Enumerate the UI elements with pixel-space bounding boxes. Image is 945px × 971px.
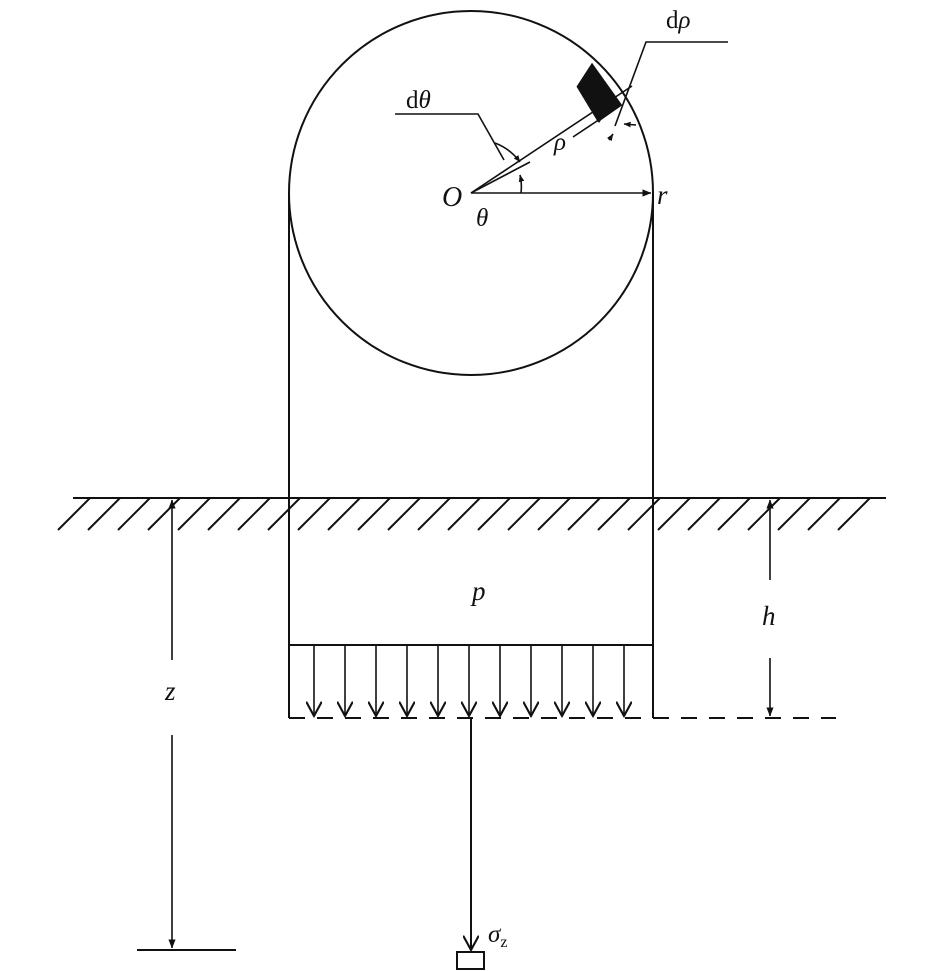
d-rho-arrow-inner xyxy=(606,133,614,142)
hatch-stroke xyxy=(147,497,181,531)
rho-arrow xyxy=(572,116,604,138)
hatch-stroke xyxy=(87,497,121,531)
hatch-stroke xyxy=(417,497,451,531)
hatch-stroke xyxy=(207,497,241,531)
hatch-stroke xyxy=(807,497,841,531)
hatch-stroke xyxy=(477,497,511,531)
d-theta-arc xyxy=(494,142,521,163)
hatch-stroke xyxy=(117,497,151,531)
hatch-stroke xyxy=(357,497,391,531)
hatch-stroke xyxy=(177,497,211,531)
label-theta: θ xyxy=(476,205,488,232)
theta-arc xyxy=(518,174,525,194)
hatch-stroke xyxy=(837,497,871,531)
hatch-stroke xyxy=(57,497,91,531)
load-arrows xyxy=(314,645,624,716)
label-radius: r xyxy=(657,180,668,210)
d-theta-leader xyxy=(395,113,505,161)
label-origin: O xyxy=(442,182,462,213)
hatch-stroke xyxy=(747,497,781,531)
hatch-stroke xyxy=(777,497,811,531)
label-depth-h: h xyxy=(762,601,776,631)
hatch-stroke xyxy=(687,497,721,531)
label-depth-z: z xyxy=(164,676,176,706)
ground-hatching xyxy=(57,497,871,531)
label-d-theta: dθ xyxy=(406,87,431,114)
hatch-stroke xyxy=(297,497,331,531)
hatch-stroke xyxy=(717,497,751,531)
hatch-stroke xyxy=(327,497,361,531)
hatch-stroke xyxy=(627,497,661,531)
small-ray-line xyxy=(470,161,531,194)
label-rho: ρ xyxy=(553,129,566,156)
label-load-p: p xyxy=(470,576,486,606)
hatch-stroke xyxy=(387,497,421,531)
hatch-stroke xyxy=(447,497,481,531)
label-stress: σz xyxy=(488,921,507,951)
label-d-rho: dρ xyxy=(666,7,691,34)
hatch-stroke xyxy=(237,497,271,531)
hatch-stroke xyxy=(567,497,601,531)
hatch-stroke xyxy=(537,497,571,531)
hatch-stroke xyxy=(507,497,541,531)
ring-element xyxy=(576,62,623,123)
hatch-stroke xyxy=(597,497,631,531)
stress-point-element xyxy=(456,951,485,970)
hatch-stroke xyxy=(657,497,691,531)
hatch-stroke xyxy=(267,497,301,531)
d-rho-leader xyxy=(614,41,728,127)
d-rho-arrow-outer xyxy=(623,121,637,128)
